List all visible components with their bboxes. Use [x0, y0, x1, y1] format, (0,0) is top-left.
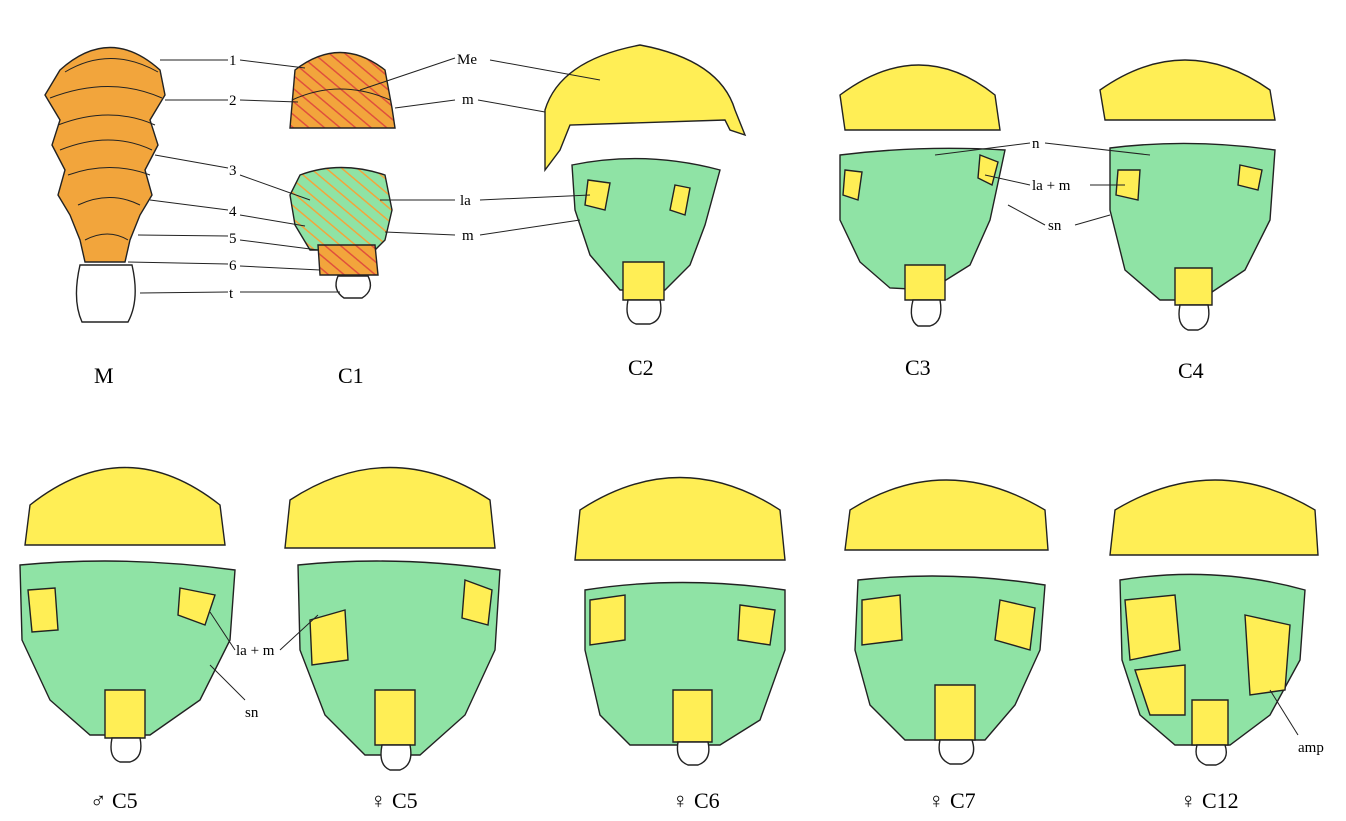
specimen-C1: [290, 53, 395, 299]
specimen-M: [45, 48, 165, 323]
specimen-female-C12: [1110, 480, 1318, 765]
specimen-C4: [1100, 60, 1275, 330]
caption-C4: C4: [1178, 358, 1204, 383]
label-m-top: m: [462, 92, 474, 108]
specimen-female-C6: [575, 478, 785, 766]
specimen-female-C7: [845, 480, 1048, 764]
caption-C1: C1: [338, 363, 364, 388]
caption-female-C5: ♀ C5: [370, 788, 418, 813]
caption-C3: C3: [905, 355, 931, 380]
label-2: 2: [229, 93, 237, 109]
caption-female-C7: ♀ C7: [928, 788, 976, 813]
label-1: 1: [229, 53, 237, 69]
caption-C2: C2: [628, 355, 654, 380]
label-amp: amp: [1298, 740, 1324, 756]
caption-M: M: [94, 363, 114, 388]
label-sn-bottom: sn: [245, 705, 259, 721]
caption-male-C5: ♂ C5: [90, 788, 138, 813]
specimen-C3: [840, 65, 1005, 326]
label-la-m-bottom: la + m: [236, 643, 275, 659]
label-m-bottom: m: [462, 228, 474, 244]
specimen-C2: [545, 45, 745, 324]
label-Me: Me: [457, 52, 477, 68]
specimen-female-C5: [285, 468, 500, 771]
caption-female-C6: ♀ C6: [672, 788, 720, 813]
label-la: la: [460, 193, 471, 209]
label-5: 5: [229, 231, 237, 247]
specimen-male-C5: [20, 468, 235, 763]
label-4: 4: [229, 204, 237, 220]
label-3: 3: [229, 163, 237, 179]
caption-female-C12: ♀ C12: [1180, 788, 1239, 813]
label-6: 6: [229, 258, 237, 274]
label-sn-top: sn: [1048, 218, 1062, 234]
label-t: t: [229, 286, 234, 302]
label-la-m-top: la + m: [1032, 178, 1071, 194]
label-n: n: [1032, 136, 1040, 152]
